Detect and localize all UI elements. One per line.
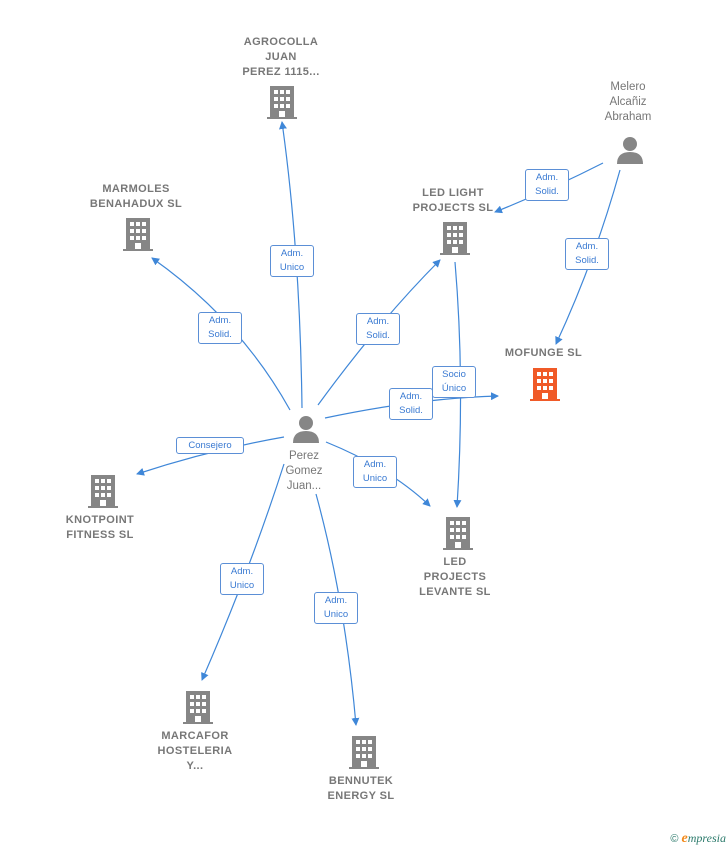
node-label-perez[interactable]: Perez Gomez Juan... [285,450,323,492]
person-icon [617,137,643,164]
footer-brand: © empresia [670,831,726,847]
node-label-led-levante[interactable]: LED PROJECTS LEVANTE SL [419,556,491,598]
building-icon [443,517,473,550]
node-label-melero[interactable]: Melero Alcañiz Abraham [604,81,652,123]
edge-label-perez-knotpoint: Consejero [176,437,244,454]
edge-label-perez-led-levante: Adm. Unico [353,456,397,488]
node-label-bennutek[interactable]: BENNUTEK ENERGY SL [327,775,395,802]
edges [136,121,621,726]
edge-label-melero-led-light: Adm. Solid. [525,169,569,201]
edge-label-led-light-levante: Socio Único [432,366,476,398]
building-icon [183,691,213,724]
building-icon [123,218,153,251]
node-label-marcafor[interactable]: MARCAFOR HOSTELERIA Y... [157,730,233,772]
building-icon [440,222,470,255]
edge-label-perez-led-light: Adm. Solid. [356,313,400,345]
focus-building-icon [530,368,560,401]
edge-label-perez-agrocolla: Adm. Unico [270,245,314,277]
building-icon [267,86,297,119]
edge-label-perez-mofunge: Adm. Solid. [389,388,433,420]
edge-label-perez-bennutek: Adm. Unico [314,592,358,624]
node-label-marmoles[interactable]: MARMOLES BENAHADUX SL [89,183,183,210]
person-icon [293,416,319,443]
node-label-mofunge[interactable]: MOFUNGE SL [504,347,583,359]
brand-logo-text: mpresia [687,831,726,845]
node-label-knotpoint[interactable]: KNOTPOINT FITNESS SL [65,514,135,541]
brand-logo-initial: e [681,831,688,846]
building-icon [88,475,118,508]
node-label-led-light[interactable]: LED LIGHT PROJECTS SL [412,187,494,214]
edge-label-melero-mofunge: Adm. Solid. [565,238,609,270]
copyright-symbol: © [670,833,679,845]
node-label-agrocolla[interactable]: AGROCOLLA JUAN PEREZ 1115... [242,36,320,78]
edge-label-perez-marcafor: Adm. Unico [220,563,264,595]
building-icon [349,736,379,769]
edge-label-perez-marmoles: Adm. Solid. [198,312,242,344]
